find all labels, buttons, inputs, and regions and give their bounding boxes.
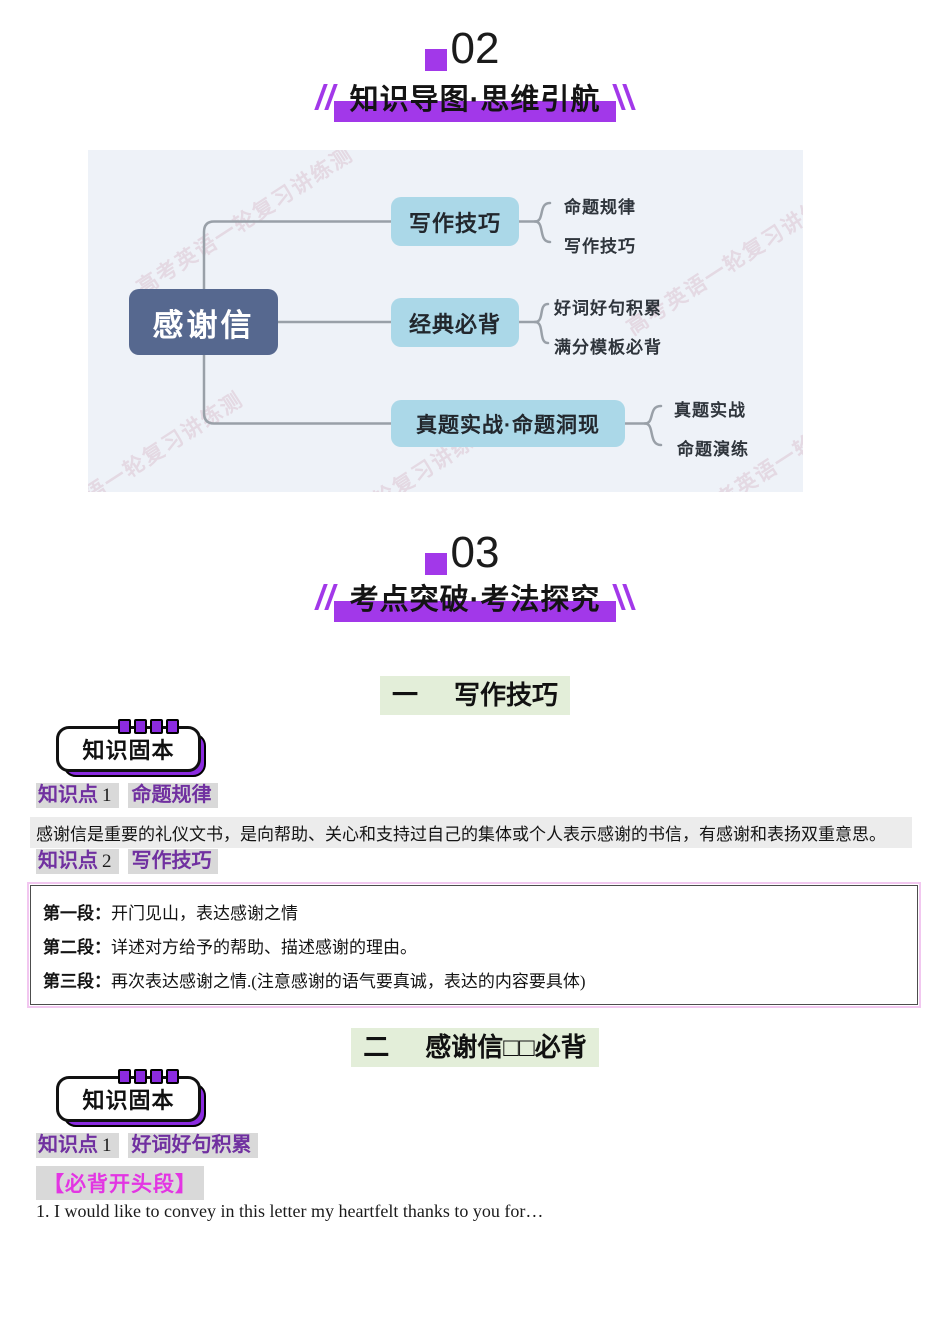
badge-square-icon <box>150 1069 163 1084</box>
badge-square-icon <box>166 1069 179 1084</box>
kp-prefix: 知识点 <box>38 850 98 872</box>
topic-heading-2-index: 二 <box>363 1032 390 1062</box>
kp-number: 2 <box>102 851 112 872</box>
section-03-number: 03 <box>424 528 500 577</box>
topic-heading-2: 二 感谢信□□必背 <box>351 1028 599 1068</box>
mindmap-branch-node: 写作技巧 <box>391 197 519 246</box>
structure-row-text: 详述对方给予的帮助、描述感谢的理由。 <box>111 938 417 957</box>
banner-left-slashes-icon <box>313 84 338 110</box>
structure-row-text: 开门见山，表达感谢之情 <box>111 904 298 923</box>
mindmap-branch-node: 经典必背 <box>391 298 519 347</box>
mindmap-leaf: 写作技巧 <box>564 237 636 256</box>
mindmap-leaf: 命题规律 <box>564 198 636 217</box>
banner-right-slashes-icon <box>612 584 637 610</box>
definition-text: 感谢信是重要的礼仪文书，是向帮助、关心和支持过自己的集体或个人表示感谢的书信，有… <box>30 817 912 848</box>
topic-heading-2-row: 二 感谢信□□必背 <box>0 1028 950 1068</box>
mindmap-leaf: 好词好句积累 <box>554 299 662 318</box>
definition-paragraph: 感谢信是重要的礼仪文书，是向帮助、关心和支持过自己的集体或个人表示感谢的书信，有… <box>30 817 912 848</box>
kp-number: 1 <box>102 785 112 806</box>
badge-square-icon <box>118 719 131 734</box>
opening-paragraph-label: 【必背开头段】 <box>36 1166 204 1200</box>
structure-row-label: 第三段： <box>43 972 111 991</box>
banner-right-slashes-icon <box>612 84 637 110</box>
mindmap-leaf: 命题演练 <box>677 440 749 459</box>
banner-left-slashes-icon <box>313 584 338 610</box>
mindmap-leaf: 满分模板必背 <box>554 338 662 357</box>
english-sentence-1: 1. I would like to convey in this letter… <box>36 1201 544 1221</box>
topic-heading-1-index: 一 <box>391 680 418 710</box>
section-03-header: 03 <box>0 531 950 575</box>
kp-prefix: 知识点 <box>38 1134 98 1156</box>
topic-heading-2-title: 感谢信□□必背 <box>425 1032 587 1062</box>
topic-heading-1-row: 一 写作技巧 <box>0 676 950 716</box>
kp-title: 好词好句积累 <box>127 1133 258 1158</box>
badge-square-icon <box>134 1069 147 1084</box>
mindmap-leaf: 真题实战 <box>674 401 746 420</box>
mindmap-root-node: 感谢信 <box>129 289 278 355</box>
badge-square-icon <box>118 1069 131 1084</box>
section-03-title: 考点突破·考法探究 <box>333 576 616 622</box>
structure-row-text: 再次表达感谢之情.(注意感谢的语气要真诚，表达的内容要具体) <box>111 972 586 991</box>
mindmap: 高考英语一轮复习讲练测 高考英语一轮复习讲练测 高考英语一轮复习讲练测 高考英语… <box>88 150 803 492</box>
badge-square-icon <box>166 719 179 734</box>
topic-heading-1-title: 写作技巧 <box>454 680 559 710</box>
structure-row: 第二段：详述对方给予的帮助、描述感谢的理由。 <box>43 933 905 958</box>
kp-title: 写作技巧 <box>127 849 218 874</box>
topic-heading-1: 一 写作技巧 <box>379 676 571 716</box>
badge-square-icon <box>150 719 163 734</box>
kp-prefix: 知识点 <box>38 784 98 806</box>
kp-title: 命题规律 <box>127 783 218 808</box>
structure-row-label: 第一段： <box>43 904 111 923</box>
structure-row: 第三段：再次表达感谢之情.(注意感谢的语气要真诚，表达的内容要具体) <box>43 967 905 992</box>
knowledge-badge: 知识固本 <box>56 1069 206 1127</box>
section-02-number: 02 <box>424 24 500 73</box>
mindmap-branch-node: 真题实战·命题洞现 <box>391 400 625 447</box>
kp-number: 1 <box>102 1135 112 1156</box>
structure-row: 第一段：开门见山，表达感谢之情 <box>43 899 905 924</box>
section-02-banner: 知识导图·思维引航 <box>0 76 950 122</box>
section-02-header: 02 <box>0 27 950 71</box>
mindmap-connectors <box>202 201 663 447</box>
structure-row-label: 第二段： <box>43 938 111 957</box>
knowledge-badge: 知识固本 <box>56 719 206 777</box>
badge-square-icon <box>134 719 147 734</box>
paragraph-structure-box: 第一段：开门见山，表达感谢之情 第二段：详述对方给予的帮助、描述感谢的理由。 第… <box>27 882 921 1008</box>
section-02-title: 知识导图·思维引航 <box>333 76 616 122</box>
section-03-banner: 考点突破·考法探究 <box>0 576 950 622</box>
